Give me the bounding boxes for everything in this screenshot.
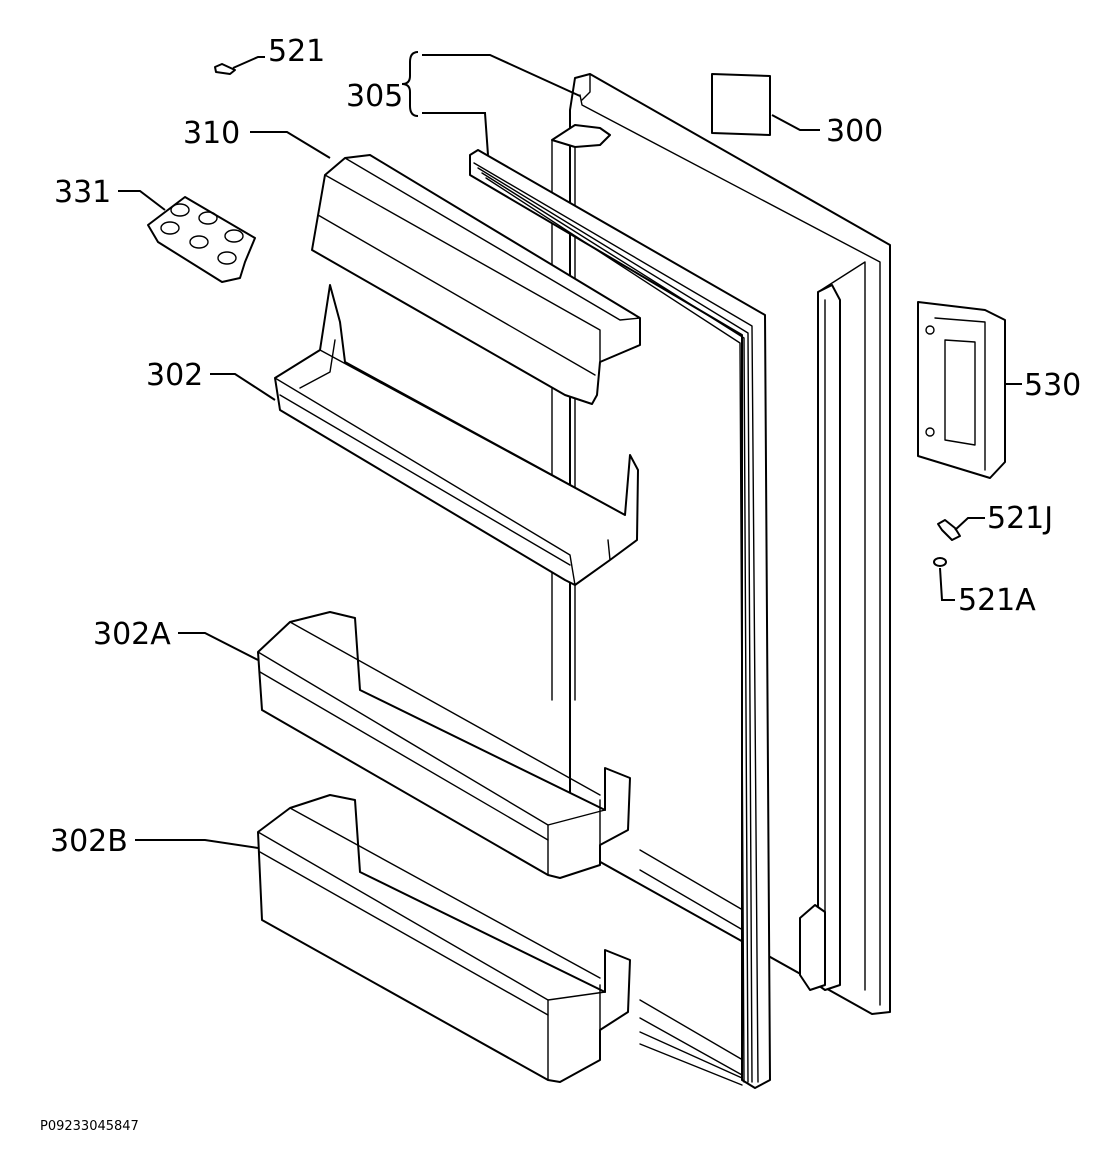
label-521A: 521A xyxy=(958,583,1036,618)
label-331: 331 xyxy=(54,175,111,210)
door-shelf-302 xyxy=(274,284,639,586)
leader-305-upper xyxy=(422,54,581,97)
rating-plate xyxy=(711,73,771,136)
leader-300 xyxy=(771,114,820,131)
label-302B: 302B xyxy=(50,824,128,859)
door-assembly-300 xyxy=(551,73,891,1086)
leader-521A xyxy=(939,567,955,601)
leader-302A xyxy=(178,632,259,661)
bracket-305 xyxy=(401,51,419,117)
leader-331 xyxy=(118,190,166,211)
label-302: 302 xyxy=(146,358,203,393)
leader-521 xyxy=(232,56,265,69)
screw-521J xyxy=(937,519,961,541)
label-300: 300 xyxy=(826,114,883,149)
egg-tray-331 xyxy=(147,196,256,283)
leader-521J xyxy=(954,517,985,531)
label-521J: 521J xyxy=(987,501,1053,536)
leader-302 xyxy=(210,373,276,401)
door-gasket-305 xyxy=(469,149,771,1089)
dairy-cover-310 xyxy=(311,154,641,405)
label-521: 521 xyxy=(268,34,325,69)
leader-302B xyxy=(135,839,259,849)
label-305: 305 xyxy=(346,79,403,114)
door-shelf-302A xyxy=(257,611,631,879)
cover-cap-521A xyxy=(933,557,947,567)
door-handle-530 xyxy=(917,301,1006,479)
label-530: 530 xyxy=(1024,368,1081,403)
drawing-number: P09233045847 xyxy=(40,1119,139,1134)
leader-305-lower xyxy=(422,112,489,156)
door-shelf-302B xyxy=(257,794,631,1083)
label-302A: 302A xyxy=(93,617,171,652)
screw-521 xyxy=(214,63,236,75)
leader-310 xyxy=(250,131,331,159)
label-310: 310 xyxy=(183,116,240,151)
